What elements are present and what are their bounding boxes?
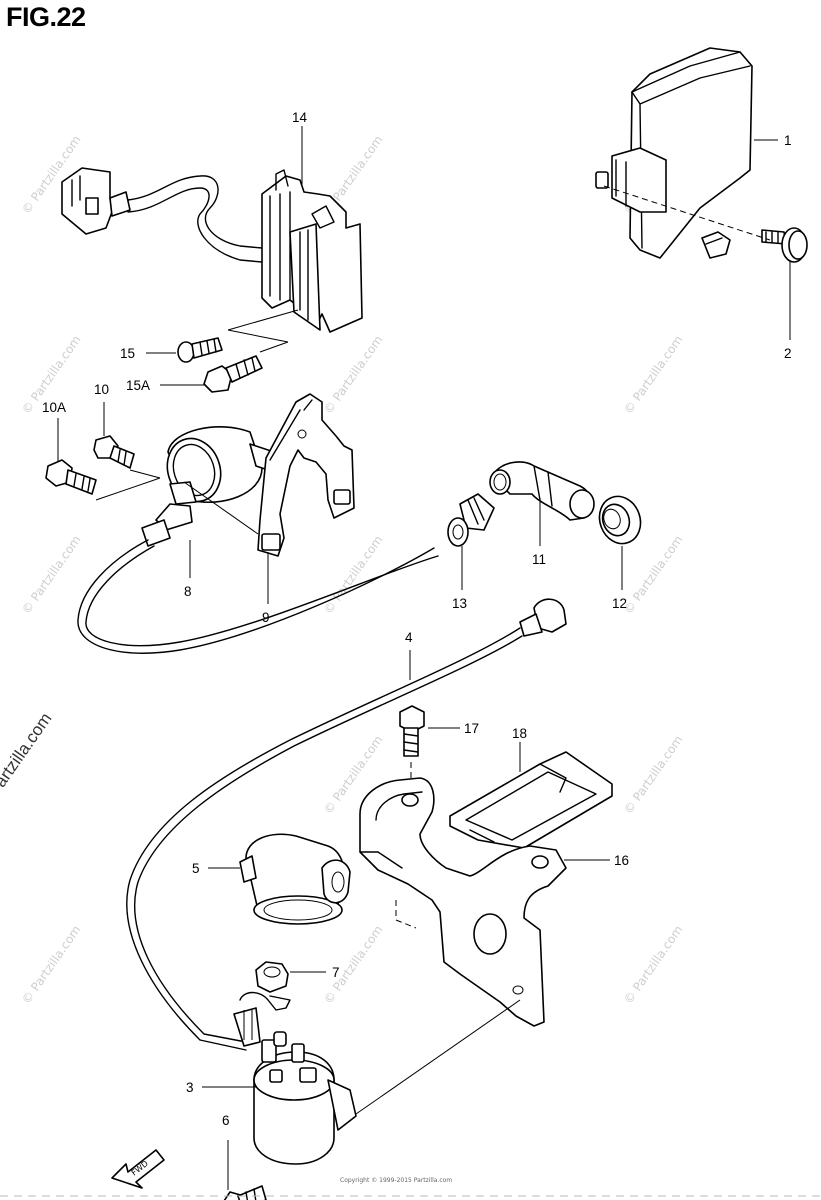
callout-10a: 10A bbox=[42, 400, 66, 415]
part-10-screw[interactable] bbox=[93, 435, 135, 469]
callout-9: 9 bbox=[262, 610, 270, 625]
part-1-cdi-unit[interactable] bbox=[595, 47, 753, 259]
callout-16: 16 bbox=[614, 853, 629, 868]
watermark-tile: © Partzilla.com bbox=[321, 533, 386, 617]
part-8-ignition-coil[interactable] bbox=[77, 426, 439, 654]
callout-1: 1 bbox=[784, 133, 792, 148]
part-18-strap[interactable] bbox=[449, 751, 613, 849]
part-15-screw[interactable] bbox=[177, 337, 223, 363]
part-4-cable[interactable] bbox=[126, 598, 567, 1051]
callout-12: 12 bbox=[612, 596, 627, 611]
watermark-tile: © Partzilla.com bbox=[19, 533, 84, 617]
callout-6: 6 bbox=[222, 1113, 230, 1128]
callout-15: 15 bbox=[120, 346, 135, 361]
watermark-tile: © Partzilla.com bbox=[621, 923, 686, 1007]
part-15a-screw[interactable] bbox=[203, 355, 263, 393]
watermark-tile: © Partzilla.com bbox=[621, 333, 686, 417]
part-9-coil-bracket[interactable] bbox=[257, 393, 355, 557]
watermark-tile: © Partzilla.com bbox=[621, 733, 686, 817]
callout-4: 4 bbox=[405, 630, 413, 645]
callout-14: 14 bbox=[292, 110, 308, 125]
watermark-tile: © Partzilla.com bbox=[321, 333, 386, 417]
callout-3: 3 bbox=[186, 1080, 194, 1095]
part-11-cap[interactable] bbox=[489, 461, 595, 521]
part-3-starter-relay[interactable] bbox=[233, 991, 357, 1165]
callout-10: 10 bbox=[94, 382, 109, 397]
figure-title: FIG.22 bbox=[6, 2, 86, 32]
part-10a-screw[interactable] bbox=[45, 459, 97, 495]
callout-13: 13 bbox=[452, 596, 467, 611]
part-14-regulator[interactable] bbox=[61, 167, 363, 333]
callout-8: 8 bbox=[184, 584, 192, 599]
leader-lines bbox=[57, 126, 791, 1190]
callout-11: 11 bbox=[532, 552, 546, 567]
part-17-bolt[interactable] bbox=[399, 705, 425, 757]
part-12-grommet[interactable] bbox=[593, 491, 647, 550]
footer-copyright: Copyright © 1999-2015 Partzilla.com bbox=[340, 1177, 452, 1184]
part-7-nut[interactable] bbox=[255, 961, 289, 993]
part-16-bracket[interactable] bbox=[359, 777, 567, 1027]
callout-labels: 1 2 3 4 5 6 7 8 9 10 10A 11 12 13 14 15 … bbox=[42, 110, 792, 1128]
part-5-cover[interactable] bbox=[239, 833, 351, 925]
callout-2: 2 bbox=[784, 346, 792, 361]
watermark-tile: © Partzilla.com bbox=[321, 923, 386, 1007]
part-2-bolt[interactable] bbox=[761, 227, 808, 263]
fwd-arrow-icon: FWD bbox=[111, 1149, 165, 1189]
part-6-bolt[interactable] bbox=[222, 1185, 267, 1200]
callout-5: 5 bbox=[192, 861, 200, 876]
part-13-cap[interactable] bbox=[447, 493, 495, 547]
watermark-tile: © Partzilla.com bbox=[621, 533, 686, 617]
callout-18: 18 bbox=[512, 726, 527, 741]
watermark-tile: © Partzilla.com bbox=[19, 923, 84, 1007]
callout-7: 7 bbox=[332, 965, 340, 980]
callout-17: 17 bbox=[464, 721, 479, 736]
callout-15a: 15A bbox=[126, 378, 150, 393]
